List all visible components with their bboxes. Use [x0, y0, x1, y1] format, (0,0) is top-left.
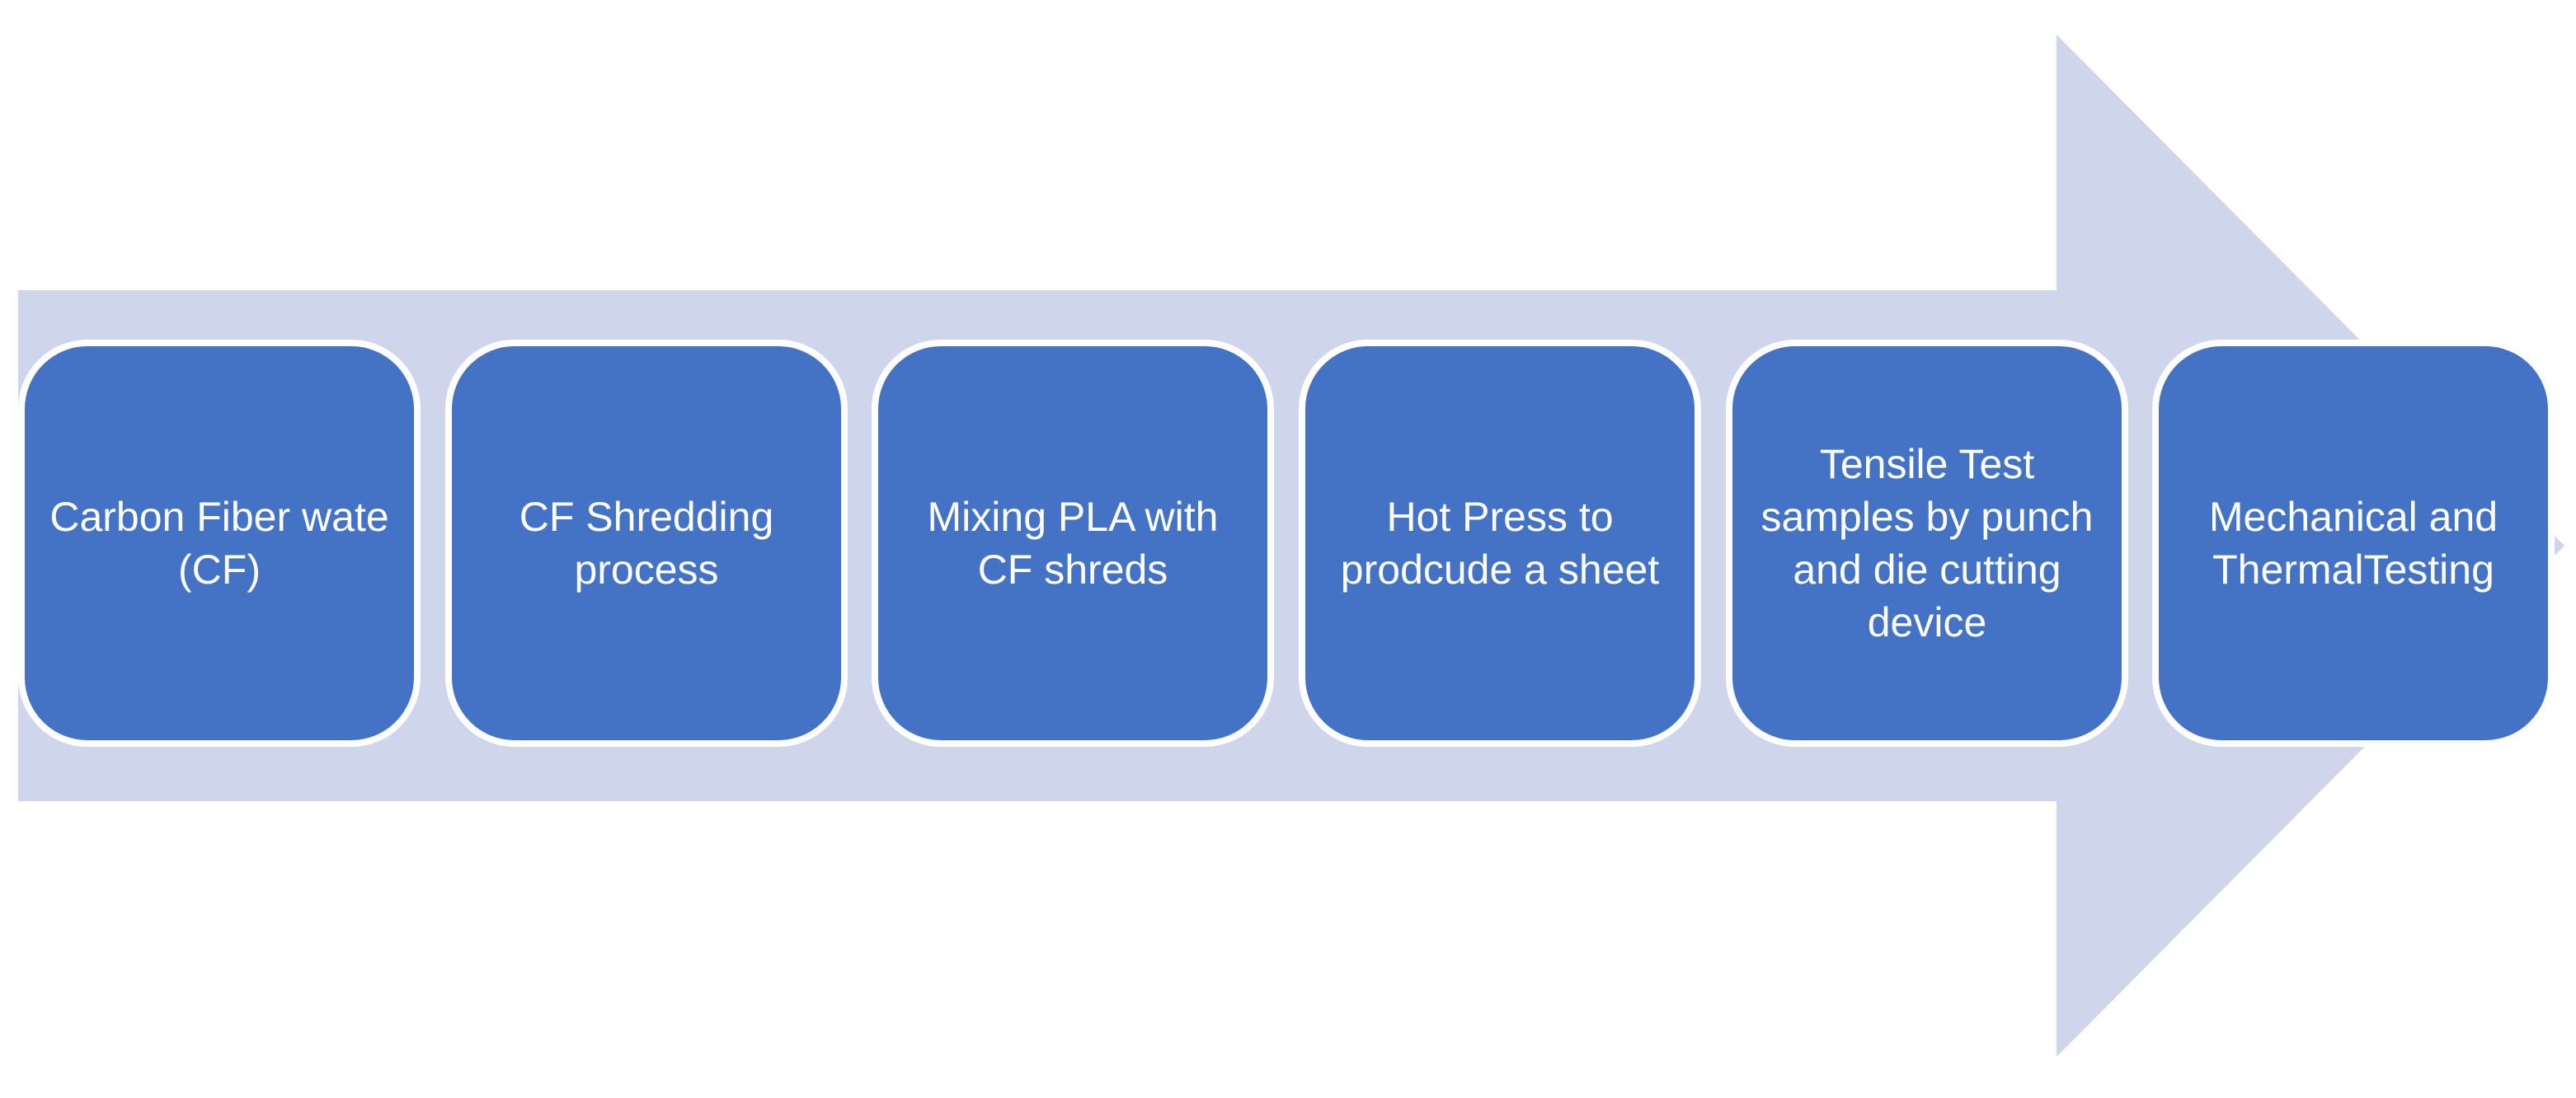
- step-mechanical-thermal-testing: Mechanical and ThermalTesting: [2152, 340, 2555, 747]
- step-label: Mixing PLA with CF shreds: [927, 494, 1219, 593]
- arrow-shape: [18, 35, 2564, 1057]
- step-mixing-pla: Mixing PLA with CF shreds: [872, 340, 1274, 747]
- step-label: Tensile Test samples by punch and die cu…: [1760, 441, 2094, 645]
- step-cf-shredding: CF Shredding process: [445, 340, 848, 747]
- step-label: Carbon Fiber wate (CF): [49, 494, 389, 593]
- step-label: Hot Press to prodcude a sheet: [1340, 494, 1660, 593]
- step-carbon-fiber-waste: Carbon Fiber wate (CF): [18, 340, 421, 747]
- step-tensile-test-samples: Tensile Test samples by punch and die cu…: [1726, 340, 2128, 747]
- step-label: CF Shredding process: [519, 494, 774, 593]
- step-label: Mechanical and ThermalTesting: [2208, 494, 2498, 593]
- step-hot-press: Hot Press to prodcude a sheet: [1299, 340, 1701, 747]
